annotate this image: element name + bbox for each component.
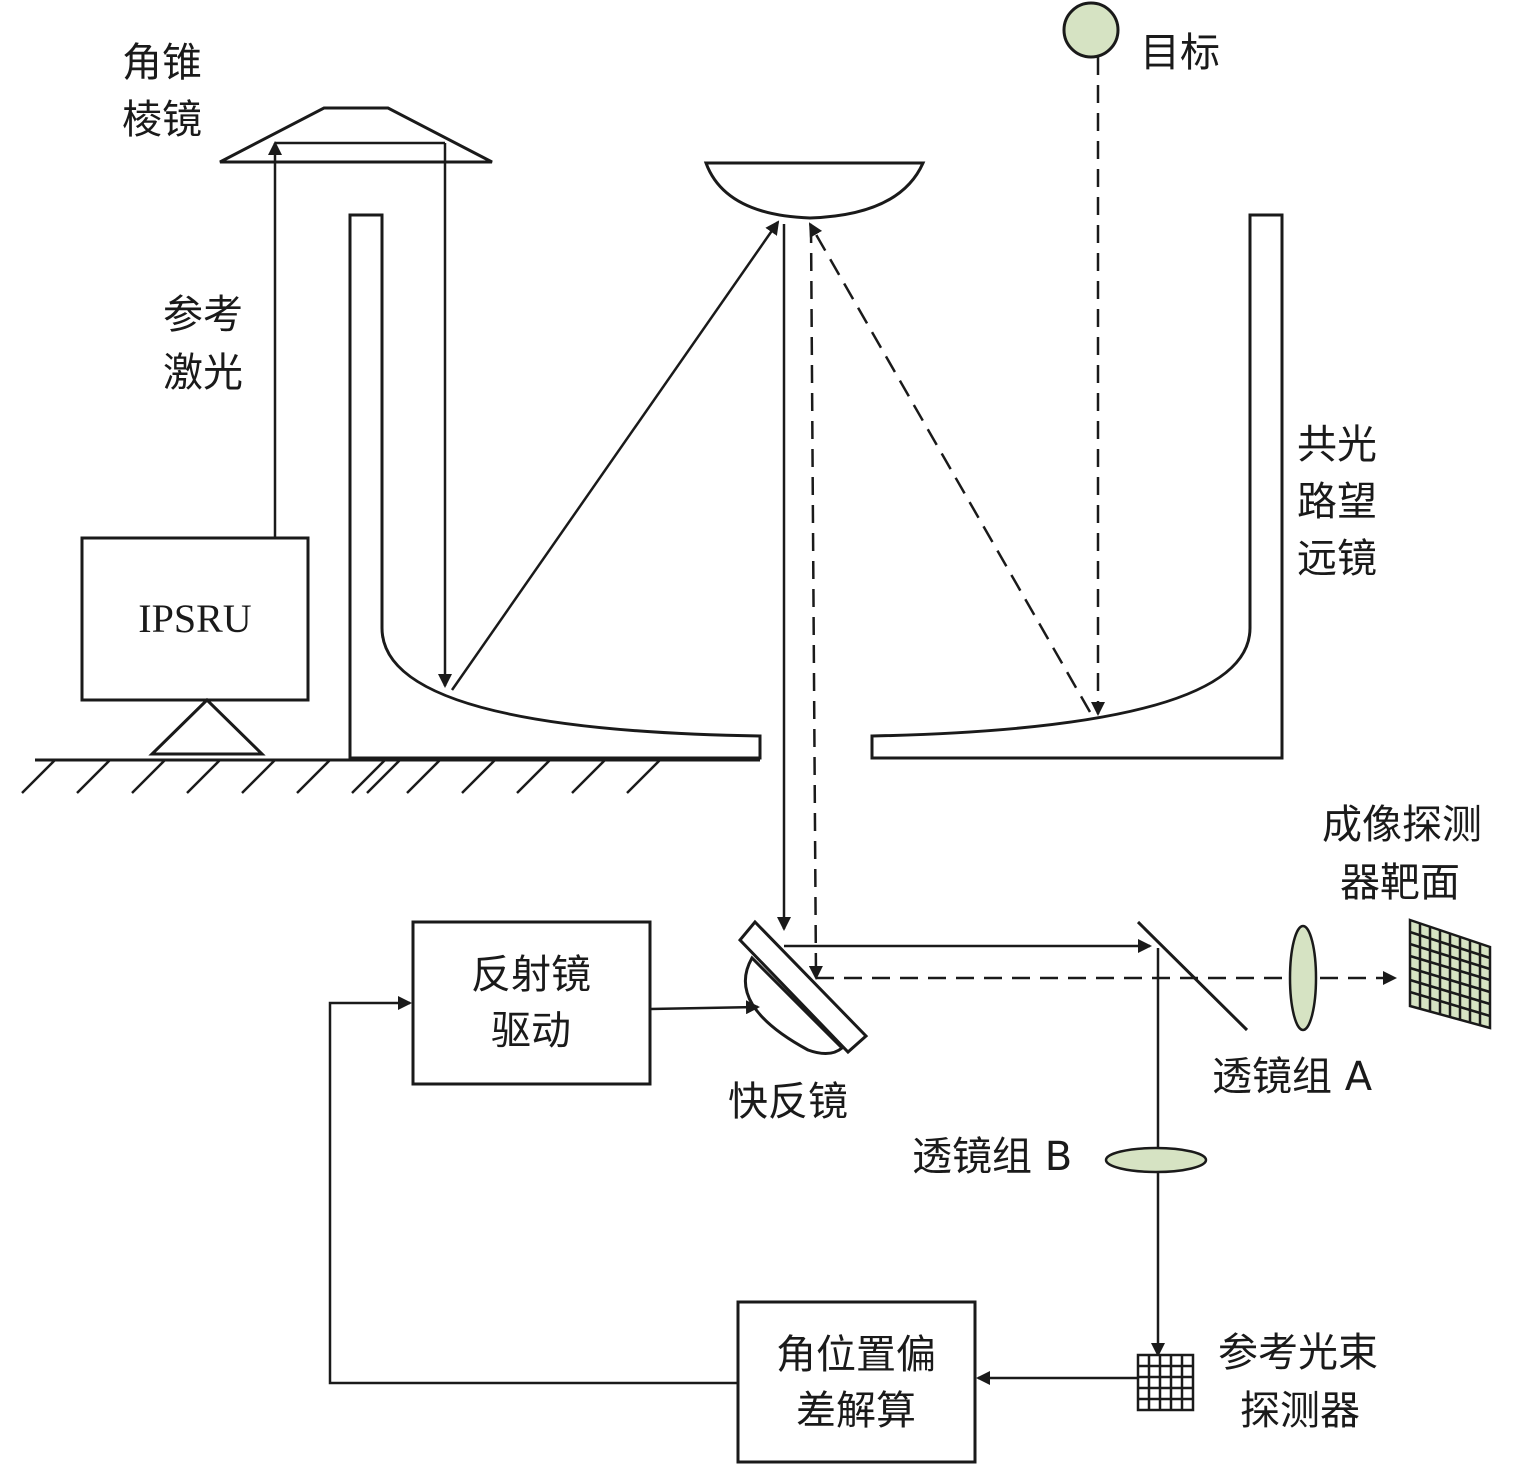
angle-error-solver-label-line1: 角位置偏 bbox=[776, 1332, 936, 1378]
mirror-drive-label-line1: 反射镜 bbox=[471, 952, 591, 998]
reference-laser-label-line1: 参考 bbox=[163, 292, 243, 338]
telescope-label-line1: 共光 bbox=[1297, 422, 1377, 468]
imaging-detector-label-line1: 成像探测 bbox=[1322, 802, 1482, 848]
lens-group-b-icon bbox=[1104, 1146, 1208, 1174]
corner-cube-label-line1: 角锥 bbox=[122, 40, 202, 86]
imaging-detector-icon bbox=[1408, 918, 1492, 1030]
reference-beam-detector-icon bbox=[1136, 1353, 1195, 1412]
beam-splitter bbox=[1136, 920, 1249, 1032]
corner-cube-prism bbox=[219, 106, 493, 164]
ipsru-unit: IPSRU bbox=[80, 536, 310, 756]
lens-group-b-label: 透镜组 B bbox=[912, 1134, 1072, 1180]
fast-mirror-label: 快反镜 bbox=[728, 1079, 848, 1125]
telescope-tube bbox=[348, 213, 1284, 760]
ipsru-support-triangle bbox=[148, 697, 266, 756]
angle-error-solver-box bbox=[736, 1300, 977, 1464]
telescope-label-line3: 远镜 bbox=[1297, 536, 1377, 582]
reference-laser-label-line2: 激光 bbox=[163, 350, 243, 396]
imaging-detector-label-line2: 器靶面 bbox=[1340, 860, 1460, 906]
lens-group-a-icon bbox=[1288, 924, 1318, 1032]
mirror-drive-label-line2: 驱动 bbox=[491, 1008, 571, 1054]
mirror-drive-box bbox=[411, 920, 652, 1086]
target-label: 目标 bbox=[1140, 30, 1220, 76]
fast-steering-mirror bbox=[737, 919, 869, 1055]
reference-beam-telescope-path bbox=[450, 220, 1165, 1357]
reference-beam-detector-label-line1: 参考光束 bbox=[1218, 1330, 1378, 1376]
ipsru-label: IPSRU bbox=[138, 596, 251, 641]
telescope-label-line2: 路望 bbox=[1297, 479, 1377, 525]
angle-error-solver-label-line2: 差解算 bbox=[796, 1388, 916, 1434]
lens-group-a-label: 透镜组 A bbox=[1212, 1054, 1373, 1100]
ground bbox=[21, 758, 760, 794]
reference-beam-detector-label-line2: 探测器 bbox=[1240, 1388, 1360, 1434]
reference-laser-path bbox=[268, 141, 452, 688]
control-loop-path bbox=[328, 996, 1138, 1385]
corner-cube-label-line2: 棱镜 bbox=[122, 97, 202, 143]
target-icon bbox=[1062, 1, 1120, 59]
secondary-mirror bbox=[703, 161, 926, 220]
